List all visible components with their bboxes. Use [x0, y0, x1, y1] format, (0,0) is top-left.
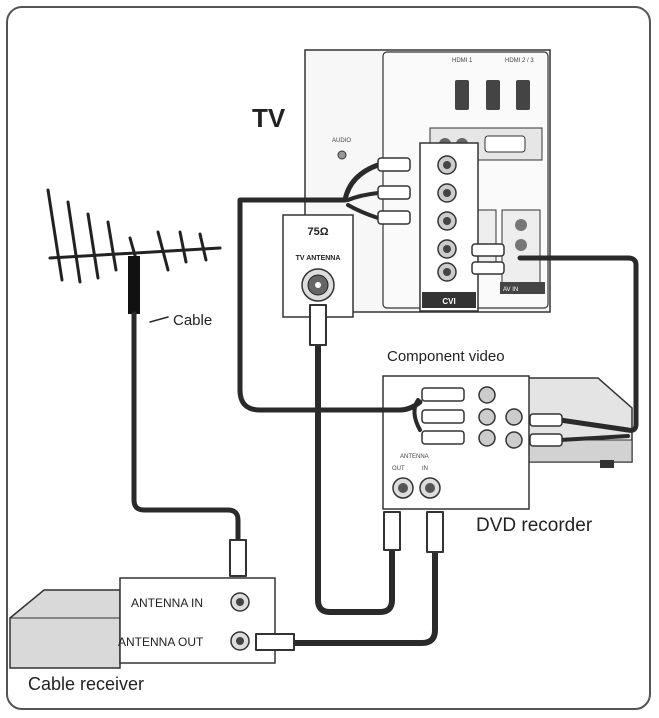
antenna-in-label: ANTENNA IN: [131, 596, 203, 610]
component-video-label: Component video: [387, 348, 505, 365]
receiver-to-dvd-cable: [292, 547, 438, 646]
tv-component-input-panel: CVI: [419, 142, 479, 312]
component-cable-bundle: [237, 162, 423, 413]
tv-title: TV: [252, 103, 286, 133]
hdmi-ports: HDMI 1 HDMI 2 / 3: [452, 58, 534, 110]
cable-receiver-label: Cable receiver: [28, 674, 144, 694]
dvd-recorder: OUT IN ANTENNA: [382, 375, 633, 510]
cable-receiver: [9, 577, 276, 669]
svg-text:OUT: OUT: [392, 466, 405, 472]
cables: [131, 157, 639, 651]
tv-antenna-cable: [315, 337, 395, 615]
svg-text:IN: IN: [422, 466, 428, 472]
tv-antenna-label: TV ANTENNA: [296, 255, 341, 262]
ohm-label: 75Ω: [307, 226, 328, 238]
svg-text:AUDIO: AUDIO: [332, 138, 351, 144]
svg-text:HDMI 1: HDMI 1: [452, 58, 473, 64]
antenna-icon: [46, 188, 222, 314]
svg-text:HDMI 2 / 3: HDMI 2 / 3: [505, 58, 534, 64]
svg-text:AV IN: AV IN: [503, 287, 518, 293]
cvi-label: CVI: [442, 297, 455, 306]
svg-text:ANTENNA: ANTENNA: [400, 454, 429, 460]
tv-antenna-input: 75Ω TV ANTENNA: [282, 214, 354, 318]
antenna-cable: [131, 311, 241, 548]
antenna-out-label: ANTENNA OUT: [118, 635, 204, 649]
antenna-cable-connector: [229, 539, 247, 577]
dvd-recorder-label: DVD recorder: [476, 515, 593, 536]
audio-cable: [517, 255, 639, 433]
cable-label: Cable: [173, 312, 212, 329]
tv-label: TV: [252, 103, 286, 133]
